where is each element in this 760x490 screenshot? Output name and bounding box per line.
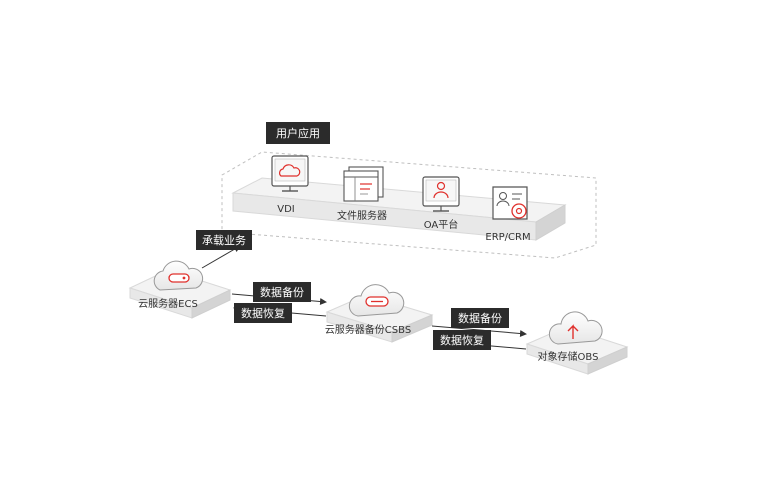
- user-apps-title: 用户应用: [276, 126, 320, 140]
- cloud-upload-icon: [548, 311, 603, 345]
- vdi-monitor-cloud-icon: [271, 155, 309, 192]
- node-csbs: 云服务器备份CSBS: [325, 284, 434, 343]
- node-label-ecs: 云服务器ECS: [138, 297, 198, 310]
- restore-label-1: 数据恢复: [241, 306, 285, 320]
- carry-business-link: 承载业务: [196, 230, 252, 269]
- app-label-vdi: VDI: [277, 204, 295, 215]
- erp-crm-card-gear-icon: [492, 186, 528, 220]
- backup-tag-2: 数据备份: [451, 308, 509, 328]
- file-server-window-icon: [343, 166, 384, 202]
- csbs-obs-links: 数据备份 数据恢复: [431, 308, 527, 350]
- app-file-server: 文件服务器: [337, 166, 387, 222]
- restore-tag-1: 数据恢复: [234, 303, 292, 323]
- backup-label-1: 数据备份: [260, 285, 304, 299]
- restore-tag-2: 数据恢复: [433, 330, 491, 350]
- app-label-file-server: 文件服务器: [337, 209, 387, 222]
- user-apps-title-tag: 用户应用: [266, 122, 330, 144]
- app-vdi: VDI: [271, 155, 309, 215]
- node-label-obs: 对象存储OBS: [538, 350, 599, 363]
- oa-monitor-user-icon: [422, 176, 460, 212]
- backup-label-2: 数据备份: [458, 311, 502, 325]
- node-obs: 对象存储OBS: [525, 311, 629, 375]
- cloud-server-icon: [153, 260, 204, 291]
- restore-label-2: 数据恢复: [440, 333, 484, 347]
- node-label-csbs: 云服务器备份CSBS: [325, 323, 411, 336]
- app-oa-platform: OA平台: [422, 176, 460, 231]
- carry-business-label: 承载业务: [202, 234, 246, 247]
- user-apps-group: 用户应用 VDI 文件服务器: [221, 122, 597, 259]
- node-ecs: 云服务器ECS: [128, 260, 232, 319]
- app-label-erp-crm: ERP/CRM: [485, 232, 530, 243]
- cloud-backup-icon: [348, 284, 405, 317]
- app-label-oa: OA平台: [424, 218, 459, 231]
- ecs-csbs-links: 数据备份 数据恢复: [231, 282, 327, 323]
- app-erp-crm: ERP/CRM: [485, 186, 531, 243]
- backup-tag-1: 数据备份: [253, 282, 311, 302]
